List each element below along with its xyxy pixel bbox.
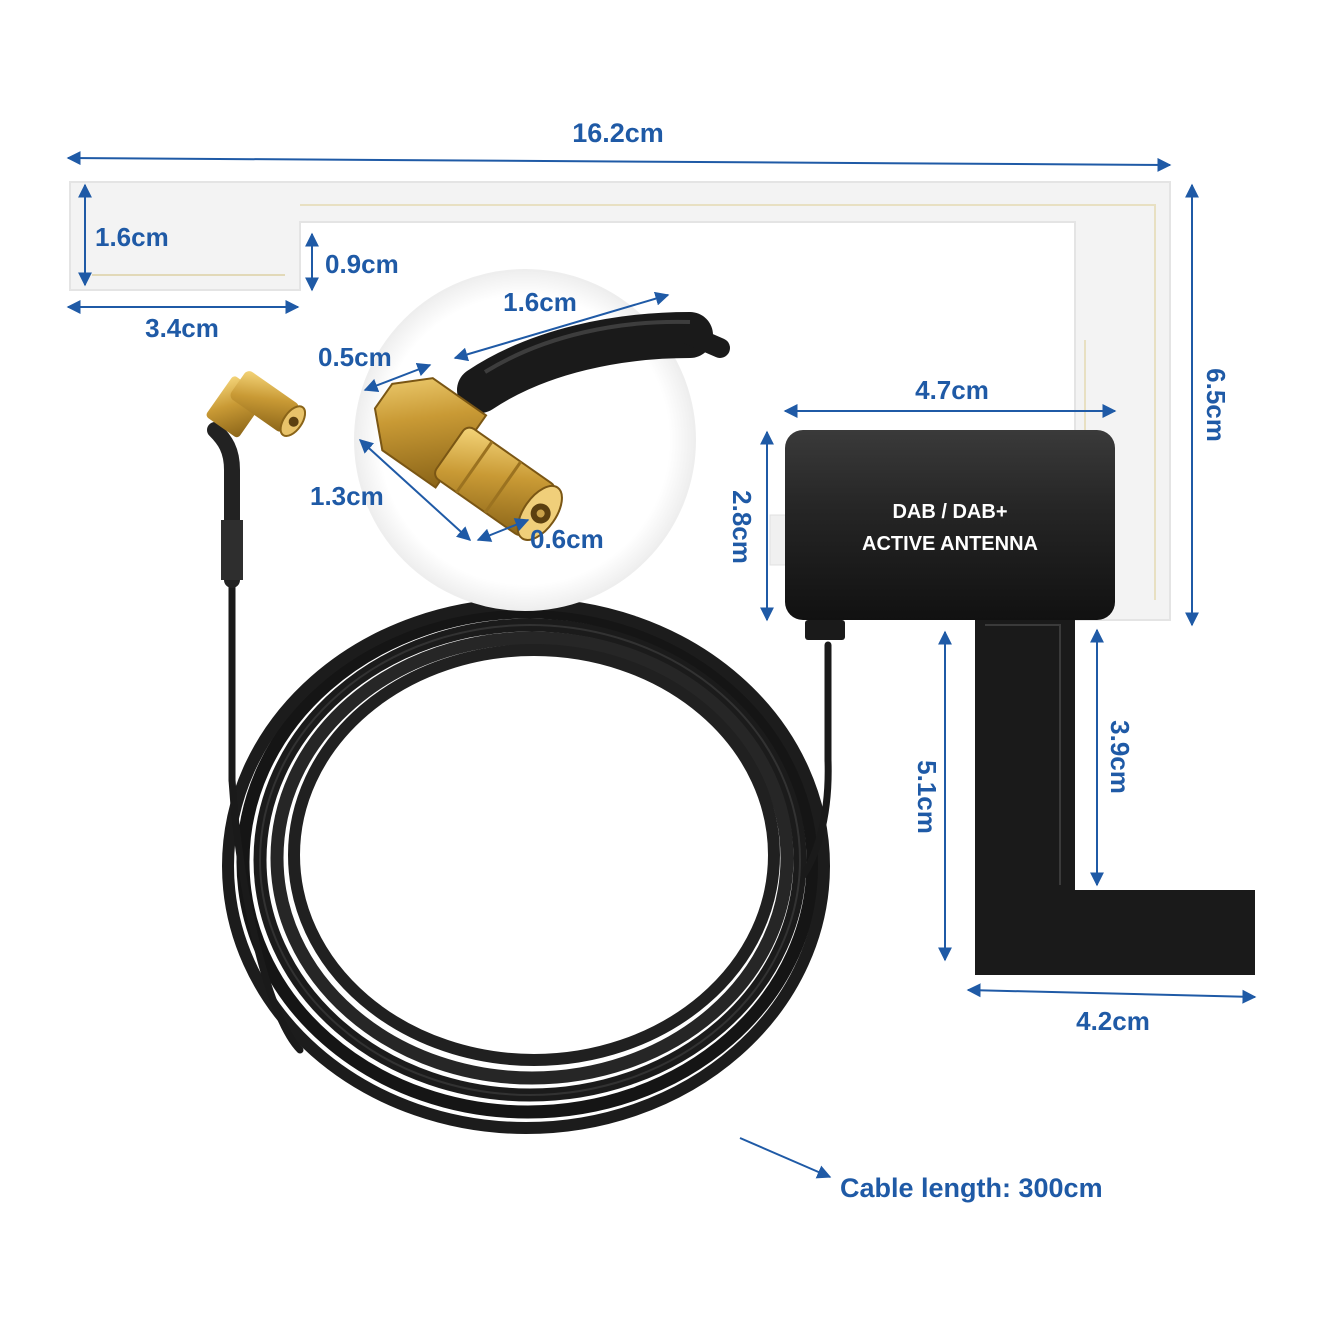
label-film-left-width: 3.4cm xyxy=(145,313,219,343)
label-strip-height: 3.9cm xyxy=(1105,720,1135,794)
coax-cable-icon xyxy=(222,581,832,1134)
smb-connector-icon xyxy=(206,371,307,588)
label-total-width: 16.2cm xyxy=(572,118,664,148)
label-film-step: 0.9cm xyxy=(325,249,399,279)
label-connector-hole: 0.6cm xyxy=(530,524,604,554)
label-box-height: 2.8cm xyxy=(727,490,757,564)
dimension-lines xyxy=(66,151,1257,1179)
label-film-left-height: 1.6cm xyxy=(95,222,169,252)
label-connector-body: 1.3cm xyxy=(310,481,384,511)
label-cable-length: Cable length: 300cm xyxy=(840,1173,1103,1203)
label-connector-length: 1.6cm xyxy=(503,287,577,317)
connector-magnifier xyxy=(354,269,730,611)
label-connector-tip: 0.5cm xyxy=(318,342,392,372)
label-total-height: 6.5cm xyxy=(1201,368,1231,442)
box-text-line1: DAB / DAB+ xyxy=(892,501,1007,523)
label-box-width: 4.7cm xyxy=(915,375,989,405)
box-text-line2: ACTIVE ANTENNA xyxy=(862,533,1038,555)
label-strip-width: 4.2cm xyxy=(1076,1006,1150,1036)
label-strip-total-height: 5.1cm xyxy=(912,760,942,834)
antenna-amplifier-icon xyxy=(785,430,1255,975)
